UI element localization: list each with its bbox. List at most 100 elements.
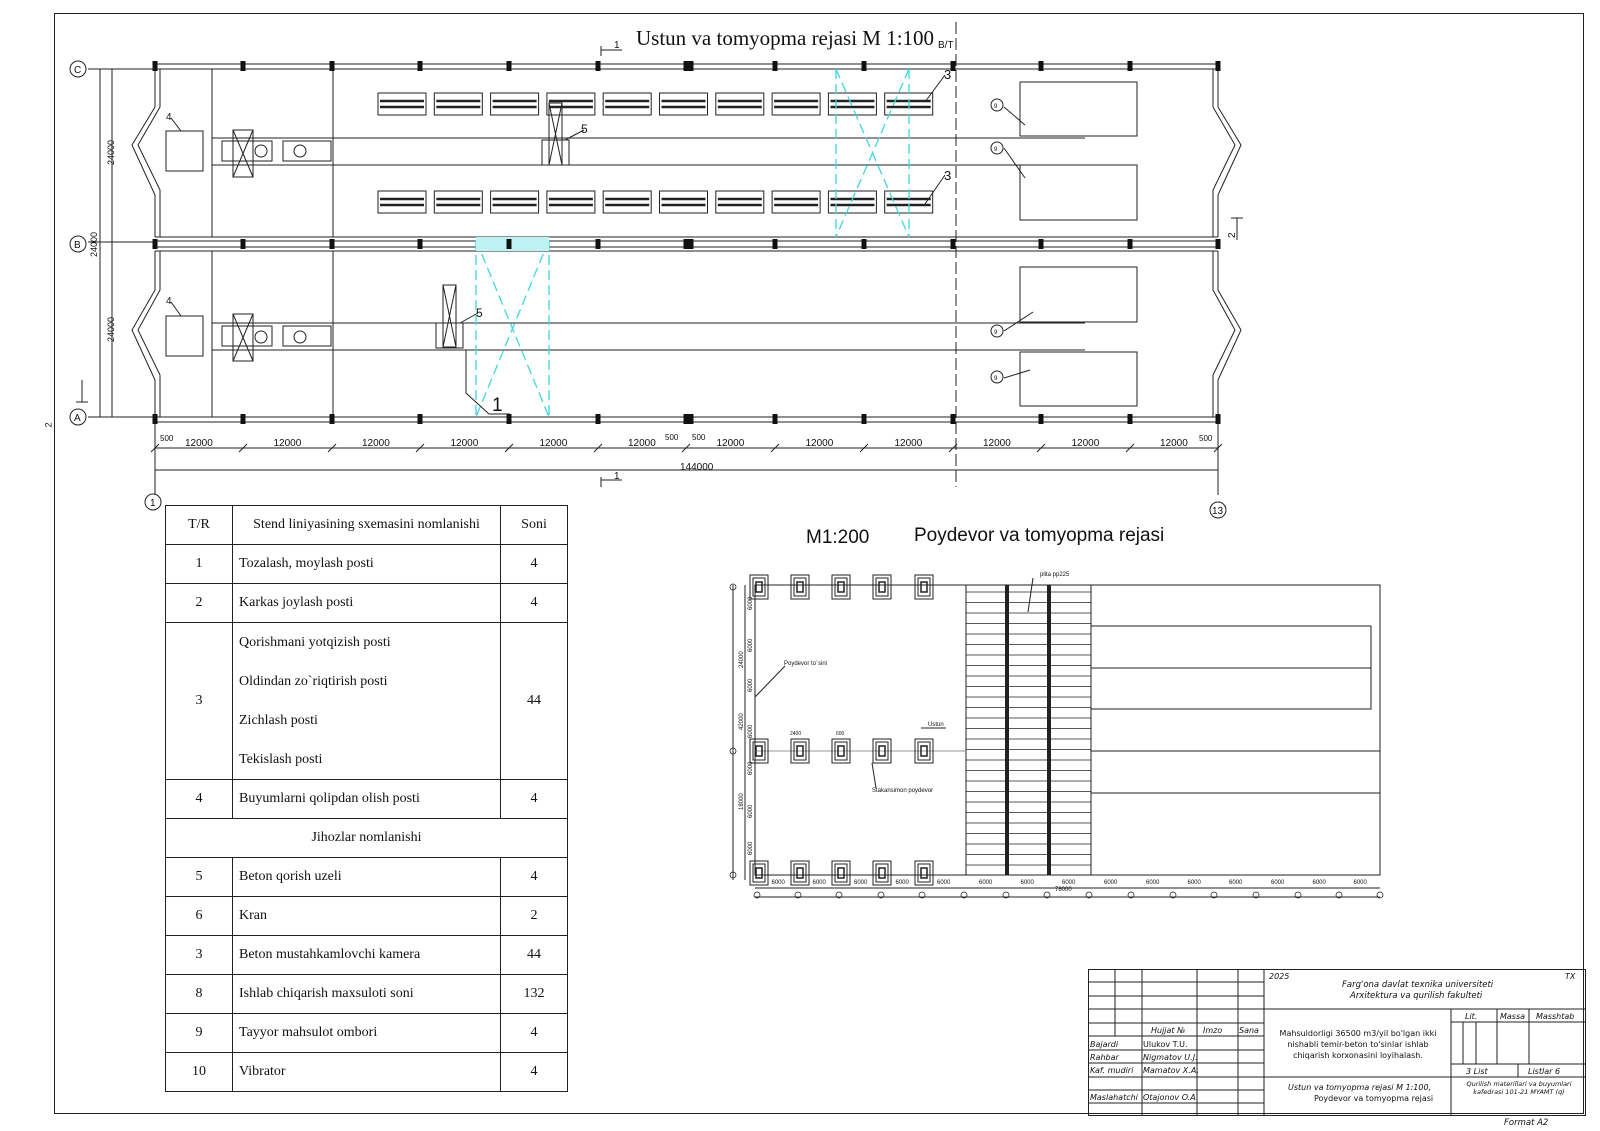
row-name: Tozalash, moylash posti — [232, 544, 501, 584]
bay-dimension: 12000 — [362, 438, 390, 449]
table-row: 3 Qorishmani yotqizish posti Oldindan zo… — [165, 622, 568, 780]
stamp-faculty: Arxitektura va qurilish fakulteti — [1350, 991, 1483, 1001]
axis-13-label: 13 — [1212, 506, 1224, 517]
table-row: 5 Beton qorish uzeli 4 — [165, 857, 568, 897]
total-dimension: 144000 — [680, 462, 714, 473]
row-name: Oldindan zo`riqtirish posti — [239, 674, 388, 689]
column-mark — [688, 239, 694, 249]
column-mark — [417, 239, 423, 249]
row-qty: 4 — [500, 544, 568, 584]
callout-3b: 3 — [944, 168, 951, 183]
plan-title: Ustun va tomyopma rejasi M 1:100 — [636, 26, 935, 50]
bay-dimension: 12000 — [983, 438, 1011, 449]
column-mark — [506, 414, 512, 424]
stamp-person: Nigmatov U.J. — [1143, 1053, 1198, 1062]
column-mark — [1038, 414, 1044, 424]
row-num: 6 — [165, 896, 233, 936]
column-mark — [861, 61, 867, 71]
column-mark — [688, 414, 694, 424]
bay-dimension: 12000 — [274, 438, 302, 449]
stamp-person: Otajonov O.A. — [1143, 1093, 1199, 1102]
stamp-sheet: 3 List — [1466, 1067, 1488, 1076]
axis-b-label: B — [74, 240, 81, 251]
callout-9d: 9 — [994, 376, 998, 382]
callout-9b: 9 — [994, 147, 998, 153]
row-qty: 4 — [500, 1013, 568, 1053]
column-mark — [595, 61, 601, 71]
header-tr: T/R — [165, 505, 233, 545]
header-name: Stend liniyasining sxemasini nomlanishi — [232, 505, 501, 545]
table-header-row: T/R Stend liniyasining sxemasini nomlani… — [165, 505, 568, 545]
chamber-rect — [546, 92, 596, 116]
small-dim-3: 500 — [692, 433, 706, 442]
row-qty: 132 — [500, 974, 568, 1014]
section-mark: 2 — [1227, 232, 1238, 238]
table-row: 8 Ishlab chiqarish maxsuloti soni 132 — [165, 974, 568, 1014]
column-mark — [1127, 61, 1133, 71]
column-mark — [240, 414, 246, 424]
chamber-rect — [377, 190, 427, 214]
column-mark — [240, 61, 246, 71]
chamber-rect — [433, 92, 483, 116]
table-row: 10 Vibrator 4 — [165, 1052, 568, 1092]
row-num: 5 — [165, 857, 233, 897]
title-block-grid — [1088, 969, 1586, 1116]
column-mark — [1215, 239, 1221, 249]
stamp-col-imzo: Imzo — [1203, 1026, 1223, 1035]
row-qty: 44 — [500, 935, 568, 975]
row-num: 8 — [165, 974, 233, 1014]
stamp-sheet-title-1: Ustun va tomyopma rejasi M 1:100, — [1288, 1083, 1432, 1092]
row-qty: 2 — [500, 896, 568, 936]
column-mark — [240, 239, 246, 249]
row-qty: 4 — [500, 857, 568, 897]
stamp-col-hujjat: Hujjat № — [1151, 1026, 1186, 1035]
bay-dimension: 12000 — [540, 438, 568, 449]
bay-dimension: 12000 — [895, 438, 923, 449]
row-num: 4 — [165, 779, 233, 819]
foundation-scale: M1:200 — [806, 527, 870, 548]
row-name: Tekislash posti — [239, 752, 323, 767]
row-name: Beton qorish uzeli — [232, 857, 501, 897]
row-name-group: Qorishmani yotqizish posti Oldindan zo`r… — [232, 622, 501, 780]
bay-dimension: 12000 — [628, 438, 656, 449]
bay-dimension: 12000 — [806, 438, 834, 449]
column-mark — [506, 239, 512, 249]
chamber-rect — [715, 92, 765, 116]
table-row: 1 Tozalash, moylash posti 4 — [165, 544, 568, 584]
row-num: 9 — [165, 1013, 233, 1053]
column-mark — [772, 61, 778, 71]
callout-9a: 9 — [994, 104, 998, 110]
stamp-col-sana: Sana — [1239, 1026, 1259, 1035]
row-name: Beton mustahkamlovchi kamera — [232, 935, 501, 975]
row-qty: 4 — [500, 1052, 568, 1092]
stamp-person: Ulukov T.U. — [1143, 1040, 1188, 1049]
row-num: 2 — [165, 583, 233, 623]
chamber-rect — [377, 92, 427, 116]
row-qty: 4 — [500, 583, 568, 623]
table-row: 2 Karkas joylash posti 4 — [165, 583, 568, 623]
stamp-person: Mamatov X.A. — [1143, 1066, 1199, 1075]
cut-label-bottom: 1 — [614, 471, 620, 482]
vdim-total: 24000 — [89, 232, 99, 257]
chamber-rect — [490, 92, 540, 116]
vdim-1: 24000 — [106, 140, 116, 165]
column-mark — [772, 239, 778, 249]
chamber-rect — [546, 190, 596, 214]
stamp-role: Bajardi — [1090, 1040, 1119, 1049]
title-block: 2025 TX Farg'ona davlat texnika universi… — [1088, 969, 1586, 1116]
ceiling-mark: B/T — [938, 40, 954, 51]
stamp-role: Rahbar — [1090, 1053, 1119, 1062]
callout-9c: 9 — [994, 330, 998, 336]
column-mark — [861, 239, 867, 249]
table-row: 9 Tayyor mahsulot ombori 4 — [165, 1013, 568, 1053]
row-num: 3 — [165, 622, 233, 780]
stamp-massa: Massa — [1500, 1012, 1526, 1021]
foundation-title: Poydevor va tomyopma rejasi — [914, 525, 1165, 546]
chamber-rect — [771, 92, 821, 116]
row-name: Tayyor mahsulot ombori — [232, 1013, 501, 1053]
vdim-2: 24000 — [106, 317, 116, 342]
stamp-dept: Qurilish materillari va buyumlari kafedr… — [1466, 1080, 1572, 1096]
row-name: Karkas joylash posti — [232, 583, 501, 623]
row-num: 3 — [165, 935, 233, 975]
